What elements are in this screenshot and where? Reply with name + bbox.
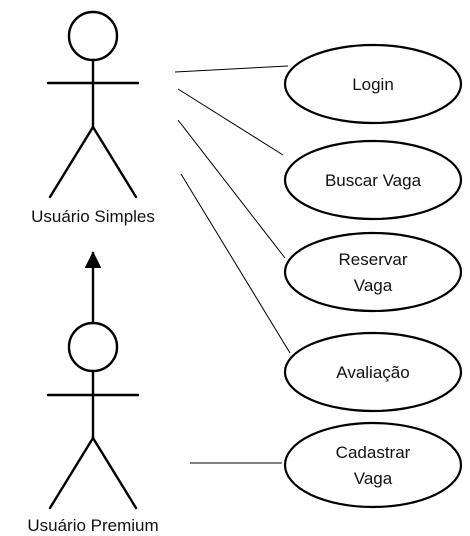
use-case-ellipse (283, 421, 463, 509)
association-simple-reservar-vaga (177, 119, 286, 259)
use-case-ellipse (283, 331, 463, 413)
use-case-avaliacao[interactable]: Avaliação (283, 331, 463, 413)
use-case-cadastrar-vaga[interactable]: Cadastrar Vaga (283, 421, 463, 509)
actor-right-leg (91, 436, 138, 510)
use-case-buscar-vaga[interactable]: Buscar Vaga (283, 139, 463, 221)
use-case-label-cadastrar-vaga-line-1: Cadastrar (336, 443, 411, 462)
association-simple-avaliacao (180, 173, 291, 354)
use-case-label-login: Login (352, 75, 394, 94)
use-case-label-reservar-vaga-line-2: Vaga (354, 276, 393, 295)
use-case-login[interactable]: Login (283, 43, 463, 125)
actor-label-usuario-simples: Usuário Simples (31, 207, 155, 226)
actor-head (67, 321, 119, 373)
association-simple-buscar-vaga (177, 88, 284, 156)
use-case-label-cadastrar-vaga-line-2: Vaga (354, 469, 393, 488)
use-case-label-reservar-vaga-line-1: Reservar (339, 250, 408, 269)
actor-label-usuario-premium: Usuário Premium (27, 516, 158, 535)
use-case-ellipse (283, 231, 463, 313)
actor-right-leg (91, 125, 138, 199)
actor-usuario-simples[interactable]: Usuário Simples (31, 10, 155, 226)
use-case-ellipse (283, 43, 463, 125)
use-case-reservar-vaga[interactable]: Reservar Vaga (283, 231, 463, 313)
association-simple-login (174, 65, 289, 73)
actor-head (67, 10, 119, 62)
actor-usuario-premium[interactable]: Usuário Premium (27, 321, 159, 535)
use-case-label-avaliacao: Avaliação (336, 363, 409, 382)
use-case-ellipse (283, 139, 463, 221)
use-case-label-buscar-vaga: Buscar Vaga (325, 171, 422, 190)
actor-left-leg (48, 125, 95, 199)
actor-left-leg (48, 436, 95, 510)
